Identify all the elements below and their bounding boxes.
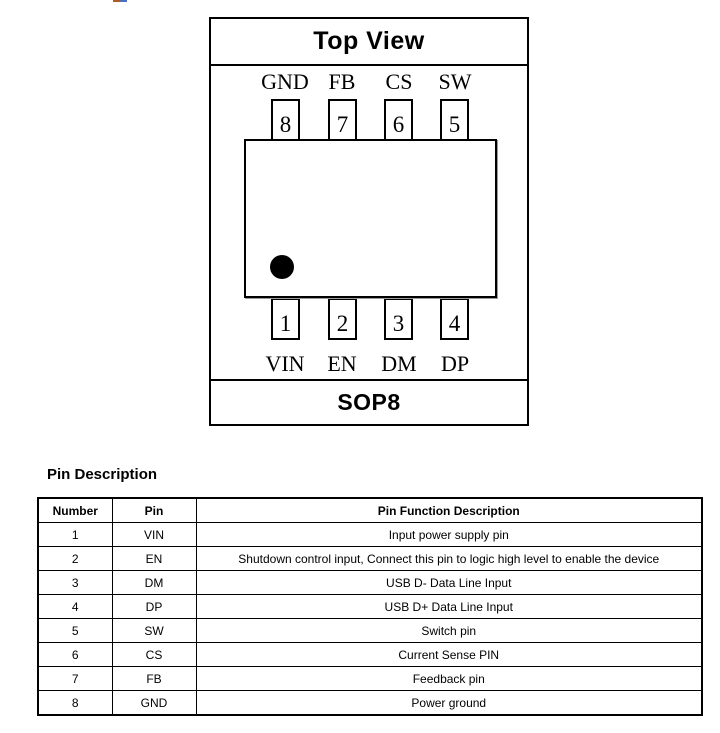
pin-description-heading: Pin Description: [47, 466, 158, 483]
cell-description: Switch pin: [195, 618, 703, 643]
col-header-number: Number: [37, 497, 113, 523]
package-top-view-diagram: Top View GND FB CS SW 8 7 6 5 1 2 3 4 VI…: [209, 17, 529, 426]
pin-number-4: 4: [448, 310, 461, 336]
pin-box-6: 6: [384, 99, 413, 141]
table-row: 8 GND Power ground: [37, 690, 703, 716]
cell-pin: FB: [111, 666, 197, 691]
table-row: 6 CS Current Sense PIN: [37, 642, 703, 667]
cell-description: Current Sense PIN: [195, 642, 703, 667]
cell-number: 5: [37, 618, 113, 643]
cell-pin: GND: [111, 690, 197, 716]
pin-description-table: Number Pin Pin Function Description 1 VI…: [37, 497, 703, 716]
pin-label-fb: FB: [328, 69, 356, 94]
pin-label-en: EN: [327, 351, 357, 376]
cell-number: 1: [37, 522, 113, 547]
cell-description: Feedback pin: [195, 666, 703, 691]
pin-label-vin: VIN: [265, 351, 305, 376]
pin-label-sw: SW: [438, 69, 472, 94]
pin-box-4: 4: [440, 298, 469, 340]
pin-number-5: 5: [448, 111, 461, 137]
table-row: 5 SW Switch pin: [37, 618, 703, 643]
table-row: 4 DP USB D+ Data Line Input: [37, 594, 703, 619]
table-header-row: Number Pin Pin Function Description: [37, 497, 703, 523]
pin-label-gnd: GND: [261, 69, 309, 94]
artifact-color-left: [113, 0, 120, 2]
cell-pin: CS: [111, 642, 197, 667]
cell-description: Shutdown control input, Connect this pin…: [195, 546, 703, 571]
pin-number-6: 6: [392, 111, 405, 137]
cell-number: 6: [37, 642, 113, 667]
pin-box-2: 2: [328, 298, 357, 340]
pin-number-7: 7: [336, 111, 349, 137]
cell-number: 7: [37, 666, 113, 691]
col-header-description: Pin Function Description: [195, 497, 703, 523]
cell-number: 2: [37, 546, 113, 571]
pin-number-1: 1: [279, 310, 292, 336]
pin-box-5: 5: [440, 99, 469, 141]
cell-number: 3: [37, 570, 113, 595]
table-row: 3 DM USB D- Data Line Input: [37, 570, 703, 595]
pin1-indicator-dot: [270, 255, 294, 279]
cell-number: 8: [37, 690, 113, 716]
cell-pin: DM: [111, 570, 197, 595]
cropped-text-artifact: [113, 0, 127, 2]
col-header-pin: Pin: [111, 497, 197, 523]
cell-number: 4: [37, 594, 113, 619]
cell-pin: DP: [111, 594, 197, 619]
pin-number-8: 8: [279, 111, 292, 137]
cell-pin: SW: [111, 618, 197, 643]
cell-pin: EN: [111, 546, 197, 571]
cell-description: USB D- Data Line Input: [195, 570, 703, 595]
pin-box-7: 7: [328, 99, 357, 141]
table-row: 2 EN Shutdown control input, Connect thi…: [37, 546, 703, 571]
pin-label-dp: DP: [440, 351, 470, 376]
pin-label-dm: DM: [381, 351, 417, 376]
cell-description: Input power supply pin: [195, 522, 703, 547]
table-row: 1 VIN Input power supply pin: [37, 522, 703, 547]
pin-number-3: 3: [392, 310, 405, 336]
pin-number-2: 2: [336, 310, 349, 336]
package-name: SOP8: [211, 379, 527, 424]
artifact-color-right: [120, 0, 127, 2]
table-row: 7 FB Feedback pin: [37, 666, 703, 691]
pin-label-cs: CS: [385, 69, 413, 94]
pin-box-8: 8: [271, 99, 300, 141]
cell-description: USB D+ Data Line Input: [195, 594, 703, 619]
pin-box-1: 1: [271, 298, 300, 340]
diagram-title: Top View: [211, 19, 527, 66]
pin-box-3: 3: [384, 298, 413, 340]
cell-description: Power ground: [195, 690, 703, 716]
cell-pin: VIN: [111, 522, 197, 547]
